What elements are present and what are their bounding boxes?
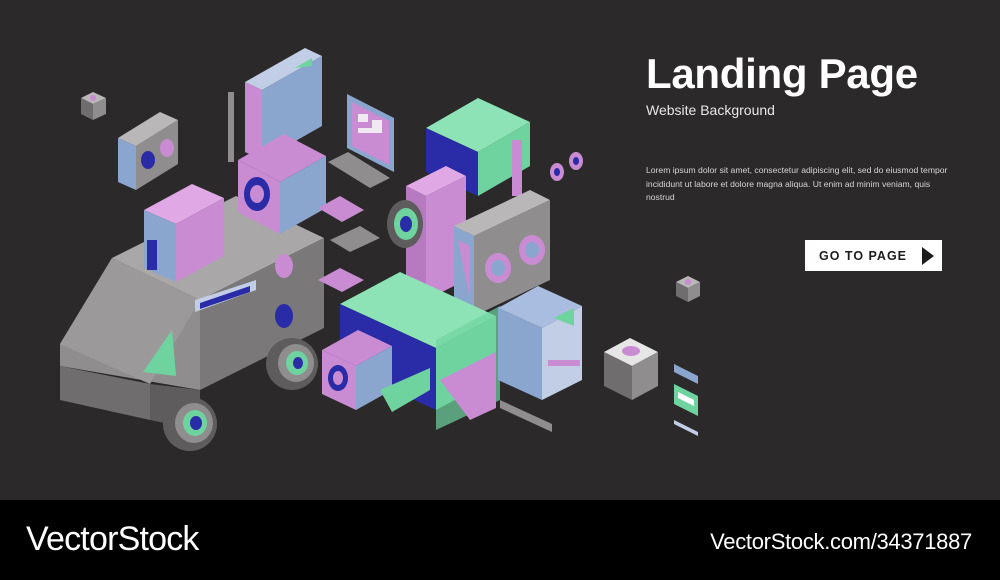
page-title: Landing Page — [646, 50, 918, 97]
pink-box — [144, 184, 224, 282]
wheel-rear — [266, 338, 318, 390]
shelf-4 — [318, 268, 364, 292]
hero-description: Lorem ipsum dolor sit amet, consectetur … — [646, 165, 948, 202]
isometric-machine-illustration — [60, 48, 700, 451]
go-to-page-label: GO TO PAGE — [819, 248, 908, 263]
speaker-box-center — [454, 190, 550, 316]
blue-tower-right — [498, 286, 582, 432]
shelf-2 — [318, 196, 364, 222]
speaker-cube — [238, 134, 326, 234]
speaker-box-left — [118, 112, 178, 190]
server-tower-top — [228, 48, 322, 162]
footer-bar: VectorStock VectorStock.com/34371887 — [0, 500, 1000, 580]
small-cube-right — [676, 276, 700, 302]
shelf-1 — [328, 152, 390, 188]
brand-logo: VectorStock — [26, 520, 199, 558]
play-triangle-icon — [922, 247, 934, 265]
hero-section: Landing Page Website Background Lorem ip… — [0, 0, 1000, 500]
mini-panels — [674, 364, 698, 436]
stock-id-link[interactable]: VectorStock.com/34371887 — [710, 529, 972, 554]
cube-with-button — [604, 338, 658, 400]
wheel-front — [163, 397, 217, 451]
page-subtitle: Website Background — [646, 102, 775, 118]
small-cube-top-left — [81, 92, 106, 120]
shelf-3 — [330, 226, 380, 252]
display-panel — [347, 94, 394, 172]
speaker-cube-bottom — [322, 330, 430, 412]
go-to-page-button[interactable]: GO TO PAGE — [805, 240, 942, 271]
